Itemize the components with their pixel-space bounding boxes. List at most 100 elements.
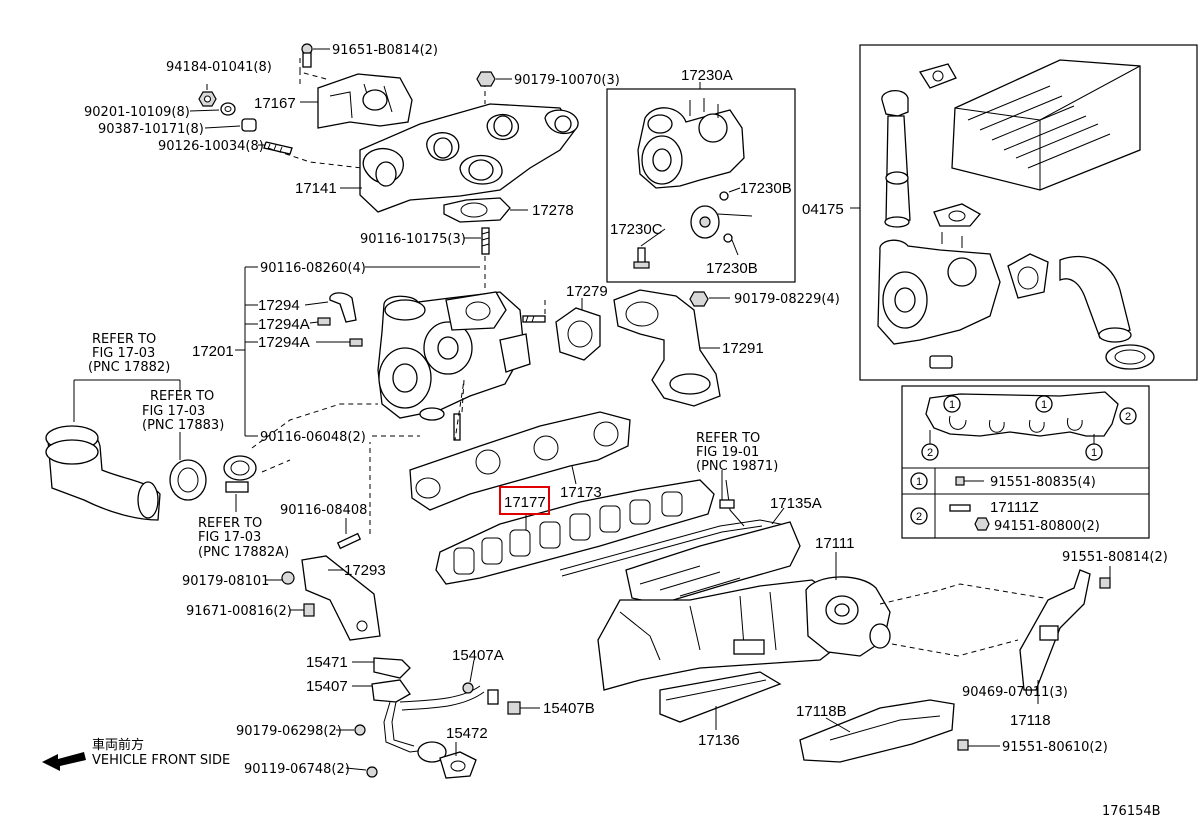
label-b-90387: 90387-10171(8) bbox=[98, 122, 204, 137]
label-15471: 15471 bbox=[306, 654, 348, 671]
label-ref4-l3: (PNC 19871) bbox=[696, 459, 778, 474]
label-15407: 15407 bbox=[306, 678, 348, 695]
label-17278: 17278 bbox=[532, 202, 574, 219]
collar-90387-icon bbox=[241, 118, 257, 132]
label-b-90116-08260: 90116-08260(4) bbox=[260, 261, 366, 276]
legend-2-mark: 2 bbox=[916, 511, 922, 523]
label-ref1-l1: REFER TO bbox=[92, 332, 156, 347]
label-b-90179-08229: 90179-08229(4) bbox=[734, 292, 840, 307]
label-15407a: 15407A bbox=[452, 647, 504, 664]
label-04175: 04175 bbox=[802, 201, 844, 218]
label-ref1-l2: FIG 17-03 bbox=[92, 346, 155, 361]
label-17201: 17201 bbox=[192, 343, 234, 360]
stud-90116-08408-icon bbox=[336, 532, 362, 550]
highlight-box-17177 bbox=[499, 486, 550, 515]
clamp-17882a bbox=[223, 455, 257, 493]
label-b-90469: 90469-07011(3) bbox=[962, 685, 1068, 700]
turbocharger-17201 bbox=[235, 266, 546, 449]
bolt-91551-80814-icon bbox=[1099, 577, 1111, 589]
diagram-id: 176154B bbox=[1102, 804, 1161, 819]
label-b-90179-10070: 90179-10070(3) bbox=[514, 73, 620, 88]
label-b-94184: 94184-01041(8) bbox=[166, 60, 272, 75]
gasket-mark-1a: 1 bbox=[949, 399, 955, 411]
label-b-90116-10175: 90116-10175(3) bbox=[360, 232, 466, 247]
wire-harness bbox=[559, 479, 791, 577]
label-ref2-l1: REFER TO bbox=[150, 389, 214, 404]
label-ref3-l1: REFER TO bbox=[198, 516, 262, 531]
legend-2-part-b: 94151-80800(2) bbox=[994, 519, 1100, 534]
label-b-90126: 90126-10034(8) bbox=[158, 139, 264, 154]
label-ref2-l3: (PNC 17883) bbox=[142, 418, 224, 433]
label-17294a-2: 17294A bbox=[258, 334, 310, 351]
label-17279: 17279 bbox=[566, 283, 608, 300]
label-17111: 17111 bbox=[815, 535, 855, 552]
legend-1-part: 91551-80835(4) bbox=[990, 475, 1096, 490]
turbo-subassy-17230a bbox=[606, 82, 796, 283]
bracket-17118b bbox=[799, 699, 955, 763]
legend-1-mark: 1 bbox=[916, 476, 922, 488]
gasket-17279 bbox=[555, 307, 601, 361]
label-15407b: 15407B bbox=[543, 700, 595, 717]
gasket-kit-04175 bbox=[850, 44, 1198, 381]
label-b-91651: 91651-B0814(2) bbox=[332, 43, 438, 58]
label-17177: 17177 bbox=[504, 494, 546, 511]
label-17294a-1: 17294A bbox=[258, 316, 310, 333]
nut-90179-08101-icon bbox=[281, 571, 295, 585]
nut-90179-10070-icon bbox=[476, 71, 496, 87]
label-17118b: 17118B bbox=[796, 703, 847, 720]
bolt-91551-80610-icon bbox=[957, 739, 969, 751]
gasket-mark-1c: 1 bbox=[1091, 447, 1097, 459]
gasket-mark-2b: 2 bbox=[927, 447, 933, 459]
label-17141: 17141 bbox=[295, 180, 337, 197]
label-17230a: 17230A bbox=[681, 67, 733, 84]
label-17230b-1: 17230B bbox=[740, 180, 792, 197]
label-b-90179-06298: 90179-06298(2) bbox=[236, 724, 342, 739]
vehicle-front-jp: 車両前方 bbox=[92, 737, 144, 753]
label-b-90116-06048: 90116-06048(2) bbox=[260, 430, 366, 445]
label-17230b-2: 17230B bbox=[706, 260, 758, 277]
legend-box bbox=[901, 385, 1150, 539]
heat-insulator-17136 bbox=[659, 671, 782, 723]
legend-2-part-a: 17111Z bbox=[990, 499, 1039, 516]
label-15472: 15472 bbox=[446, 725, 488, 742]
bracket-17118 bbox=[1019, 569, 1091, 691]
vehicle-front-en: VEHICLE FRONT SIDE bbox=[92, 753, 230, 768]
bracket-17293 bbox=[301, 555, 381, 641]
stud-17111z-icon bbox=[949, 504, 971, 512]
washer-90201-icon bbox=[220, 102, 236, 116]
label-17173: 17173 bbox=[560, 484, 602, 501]
gasket-17278 bbox=[443, 197, 511, 223]
exhaust-manifold-group bbox=[189, 43, 579, 290]
label-17118: 17118 bbox=[1010, 712, 1051, 729]
label-b-91551-80814: 91551-80814(2) bbox=[1062, 550, 1168, 565]
exhaust-manifold-17141 bbox=[359, 103, 579, 213]
label-17294: 17294 bbox=[258, 297, 300, 314]
heat-insulator-17167 bbox=[317, 73, 413, 129]
label-ref4-l2: FIG 19-01 bbox=[696, 445, 759, 460]
nut-94184-icon bbox=[198, 91, 217, 107]
label-ref2-l2: FIG 17-03 bbox=[142, 404, 205, 419]
vehicle-front-arrow-icon bbox=[42, 752, 86, 771]
bolt-91651-icon bbox=[301, 43, 313, 68]
label-b-90179-08101: 90179-08101 bbox=[182, 574, 269, 589]
gasket-17177 bbox=[435, 479, 715, 585]
label-ref3-l3: (PNC 17882A) bbox=[198, 545, 289, 560]
egr-pipe-15407 bbox=[354, 657, 521, 779]
label-17291: 17291 bbox=[722, 340, 764, 357]
clamp-17883 bbox=[169, 459, 207, 501]
bolt-91671-icon bbox=[303, 603, 315, 617]
gasket-mark-1b: 1 bbox=[1041, 399, 1047, 411]
label-b-91551-80610: 91551-80610(2) bbox=[1002, 740, 1108, 755]
label-17135a: 17135A bbox=[770, 495, 822, 512]
label-b-91671: 91671-00816(2) bbox=[186, 604, 292, 619]
intake-manifold-17111 bbox=[597, 521, 891, 691]
label-17136: 17136 bbox=[698, 732, 740, 749]
label-ref3-l2: FIG 17-03 bbox=[198, 530, 261, 545]
label-b-90116-08408: 90116-08408 bbox=[280, 503, 367, 518]
label-ref4-l1: REFER TO bbox=[696, 431, 760, 446]
nut-90179-08229-icon bbox=[689, 291, 709, 307]
label-b-90119: 90119-06748(2) bbox=[244, 762, 350, 777]
gasket-17173 bbox=[409, 411, 631, 511]
exhaust-pipe-17291 bbox=[613, 289, 721, 407]
